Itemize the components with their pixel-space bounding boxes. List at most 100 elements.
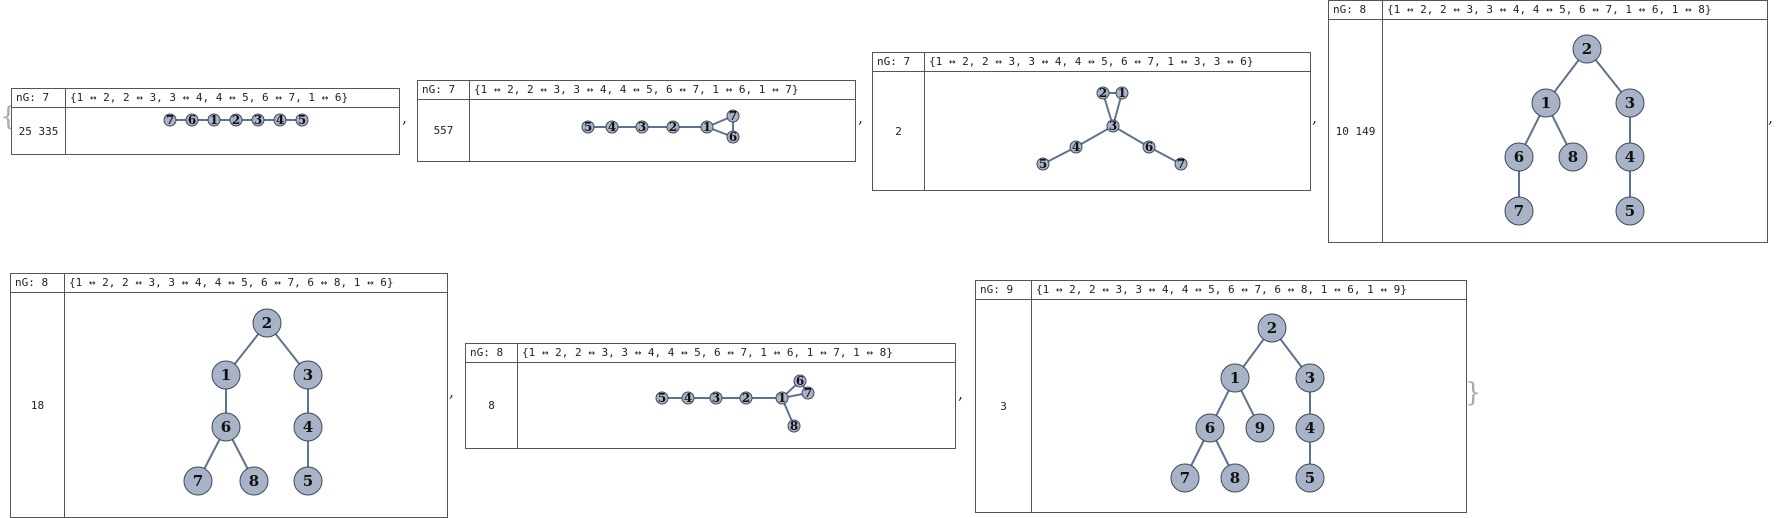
graph-card: nG: 8 {1 ↔ 2, 2 ↔ 3, 3 ↔ 4, 4 ↔ 5, 6 ↔ 7… [1328, 0, 1768, 243]
graph-vertex [726, 130, 740, 144]
graph-card: nG: 8 {1 ↔ 2, 2 ↔ 3, 3 ↔ 4, 4 ↔ 5, 6 ↔ 7… [10, 273, 448, 518]
vertex-label: 2 [669, 120, 677, 134]
list-separator: , [1312, 108, 1318, 127]
edge-list-label: {1 ↔ 2, 2 ↔ 3, 3 ↔ 4, 4 ↔ 5, 6 ↔ 7, 1 ↔ … [1387, 3, 1712, 16]
graph-header: nG: 8 {1 ↔ 2, 2 ↔ 3, 3 ↔ 4, 4 ↔ 5, 6 ↔ 7… [1329, 1, 1767, 20]
vertex-label: 4 [1072, 140, 1080, 154]
vertex-label: 7 [1514, 202, 1524, 220]
multiplicity-value: 557 [418, 100, 470, 161]
graph-vertex [793, 374, 807, 388]
graph-vertex [1615, 142, 1645, 172]
vertex-label: 1 [778, 391, 786, 405]
vertex-label: 5 [1039, 157, 1047, 171]
graph-vertex [801, 386, 815, 400]
graph-vertex [700, 120, 714, 134]
vertex-label: 7 [1180, 469, 1190, 487]
vertex-label: 3 [1305, 369, 1315, 387]
list-separator: , [1768, 108, 1774, 127]
vertex-count-label: nG: 8 [1329, 1, 1383, 19]
graph-vertex [211, 412, 241, 442]
vertex-label: 5 [658, 391, 666, 405]
vertex-label: 7 [804, 386, 812, 400]
vertex-label: 4 [276, 113, 284, 127]
vertex-label: 7 [193, 472, 203, 490]
vertex-label: 3 [712, 391, 720, 405]
vertex-label: 4 [1625, 148, 1635, 166]
graph-vertex [1195, 413, 1225, 443]
graph-vertex [293, 360, 323, 390]
edge-list-label: {1 ↔ 2, 2 ↔ 3, 3 ↔ 4, 4 ↔ 5, 6 ↔ 7, 1 ↔ … [70, 91, 349, 104]
vertex-label: 1 [1541, 94, 1551, 112]
vertex-label: 3 [638, 120, 646, 134]
vertex-label: 4 [684, 391, 692, 405]
graph-vertex [1504, 142, 1534, 172]
graph-svg: 5 4 3 2 167 8 [655, 374, 815, 433]
vertex-label: 5 [303, 472, 313, 490]
graph-vertex [1295, 363, 1325, 393]
graph-vertex [1036, 157, 1050, 171]
vertex-label: 6 [1205, 419, 1215, 437]
vertex-label: 8 [790, 419, 798, 433]
vertex-label: 6 [729, 130, 737, 144]
list-separator: , [449, 382, 455, 401]
graph-vertex [1106, 119, 1120, 133]
graph-vertex [211, 360, 241, 390]
graph-vertex [1295, 413, 1325, 443]
vertex-label: 3 [254, 113, 262, 127]
graph-vertex [1069, 140, 1083, 154]
graph-vertex [775, 391, 789, 405]
vertex-label: 5 [1625, 202, 1635, 220]
graph-vertex [185, 113, 199, 127]
list-separator: , [958, 384, 964, 403]
vertex-label: 2 [262, 314, 272, 332]
vertex-label: 8 [249, 472, 259, 490]
graph-vertex [1615, 196, 1645, 226]
vertex-label: 8 [1568, 148, 1578, 166]
vertex-label: 5 [1305, 469, 1315, 487]
vertex-label: 6 [188, 113, 196, 127]
graph-header: nG: 9 {1 ↔ 2, 2 ↔ 3, 3 ↔ 4, 4 ↔ 5, 6 ↔ 7… [976, 281, 1466, 300]
graph-vertex [635, 120, 649, 134]
graph-vertex [229, 113, 243, 127]
graph-vertex [293, 412, 323, 442]
list-separator: , [858, 108, 864, 127]
graph-vertex [1572, 34, 1602, 64]
graph-vertex [183, 466, 213, 496]
vertex-count-label: nG: 7 [873, 53, 925, 71]
vertex-count-label: nG: 7 [12, 89, 66, 107]
graph-vertex [1245, 413, 1275, 443]
list-separator: , [402, 108, 408, 127]
graph-vertex [252, 308, 282, 338]
vertex-label: 1 [221, 366, 231, 384]
graph-header: nG: 7 {1 ↔ 2, 2 ↔ 3, 3 ↔ 4, 4 ↔ 5, 6 ↔ 7… [873, 53, 1310, 72]
vertex-label: 2 [742, 391, 750, 405]
vertex-label: 3 [1109, 119, 1117, 133]
vertex-label: 9 [1255, 419, 1265, 437]
graph-card: nG: 7 {1 ↔ 2, 2 ↔ 3, 3 ↔ 4, 4 ↔ 5, 6 ↔ 7… [11, 88, 400, 155]
vertex-label: 8 [1230, 469, 1240, 487]
graph-vertex [1615, 88, 1645, 118]
graph-vertex [709, 391, 723, 405]
edge-list-label: {1 ↔ 2, 2 ↔ 3, 3 ↔ 4, 4 ↔ 5, 6 ↔ 7, 1 ↔ … [474, 83, 799, 96]
graph-vertex [1142, 140, 1156, 154]
graph-header: nG: 7 {1 ↔ 2, 2 ↔ 3, 3 ↔ 4, 4 ↔ 5, 6 ↔ 7… [12, 89, 399, 108]
multiplicity-value: 25 335 [12, 108, 66, 154]
graph-vertex [1220, 463, 1250, 493]
vertex-label: 4 [608, 120, 616, 134]
vertex-label: 5 [298, 113, 306, 127]
graph-vertex [739, 391, 753, 405]
vertex-label: 6 [796, 374, 804, 388]
vertex-label: 7 [166, 113, 174, 127]
graph-vertex [581, 120, 595, 134]
